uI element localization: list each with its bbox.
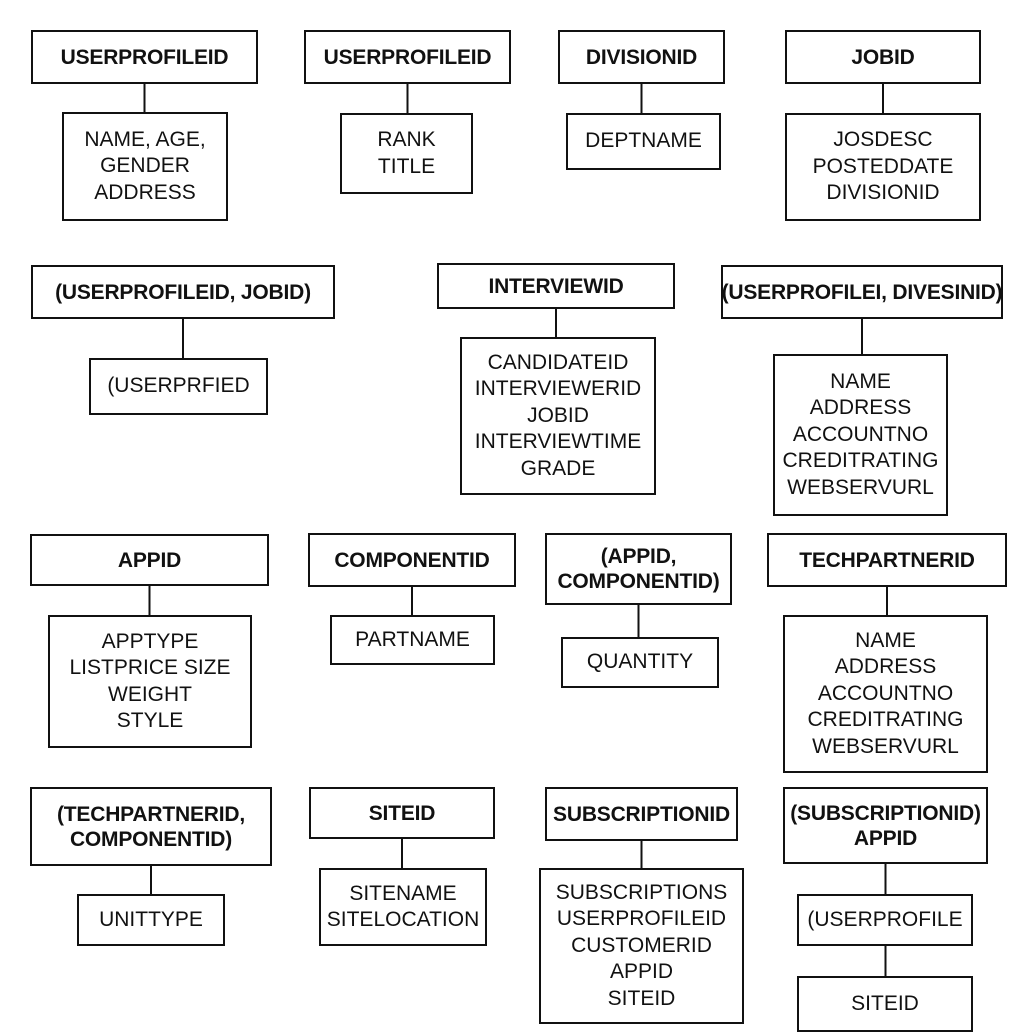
entity-attributes-box-text: DEPTNAME [585,129,702,153]
entity-attributes-box: (USERPRFIED [89,358,268,415]
entity-key-box: SITEID [309,787,495,839]
entity-attributes-box: SITEID [797,976,973,1032]
entity-key-box-text: COMPONENTID) [69,827,233,851]
entity-attributes-box-text: NAME [855,628,916,652]
entity-key-box: TECHPARTNERID [767,533,1007,587]
entity-attributes-box-text: RANK [377,128,436,151]
entity-attributes-box: DEPTNAME [566,113,721,170]
entity-attributes-box-text: JOBID [527,403,589,427]
entity-key-box: (USERPROFILEI, DIVESINID) [721,265,1003,319]
entity-attributes-box-text: TITLE [377,154,436,178]
entity-attributes-box-text: SITEID [607,986,676,1010]
entity-key-box: (SUBSCRIPTIONID)APPID [783,787,988,864]
entity-attributes-box-text: ADDRESS [834,655,937,679]
entity-key-box-text: JOBID [851,45,915,69]
entity-attributes-box-text: JOSDESC [833,128,933,152]
entity-attributes-box-text: (USERPRFIED [107,374,250,398]
entity-key-box-text: USERPROFILEID [323,45,492,69]
entity-attributes-box-text: SITEID [851,991,919,1015]
entity-attributes-box-text: USERPROFILEID [556,907,727,931]
entity-key-box: (USERPROFILEID, JOBID) [31,265,335,319]
entity-key-box: DIVISIONID [558,30,725,84]
entity-key-box-text: USERPROFILEID [60,45,229,69]
entity-attributes-box-text: GRADE [520,456,596,480]
entity-key-box-text: COMPONENTID) [557,570,720,593]
entity-attributes-box-text: WEIGHT [108,682,192,706]
entity-attributes-box-text: DIVISIONID [826,181,940,205]
entity-key-box: JOBID [785,30,981,84]
entity-key-box-text: (APPID, [600,545,677,568]
entity-key-box-text: (USERPROFILEID, JOBID) [55,280,311,304]
entity-attributes-box-text: CUSTOMERID [571,933,712,957]
entity-attributes-box-text: NAME, AGE, [84,127,206,151]
entity-attributes-box-text: STYLE [116,709,184,732]
entity-attributes-box-text: (USERPROFILE [807,907,963,931]
entity-attributes-box: SITENAME SITELOCATION [319,868,487,946]
entity-key-box: SUBSCRIPTIONID [545,787,738,841]
entity-attributes-box-text: ADDRESS [94,180,196,204]
entity-key-box-text: INTERVIEWID [488,274,624,298]
entity-attributes-box-text: APPID [609,960,674,984]
entity-key-box: INTERVIEWID [437,263,675,309]
entity-key-box-text: TECHPARTNERID [799,548,975,572]
entity-attributes-box-text: SITELOCATION [326,908,480,931]
entity-attributes-box-text: ACCOUNTNO [817,681,954,705]
entity-attributes-box-text: CANDIDATEID [487,350,629,374]
entity-key-box: COMPONENTID [308,533,516,587]
entity-attributes-box-text: PARTNAME [355,627,470,651]
entity-attributes-box-text: UNITTYPE [99,907,203,931]
entity-key-box-text: DIVISIONID [585,45,698,69]
entity-attributes-box: UNITTYPE [77,894,225,946]
entity-attributes-box-text: NAME [830,369,891,393]
entity-key-box-text: SUBSCRIPTIONID [553,802,730,826]
entity-attributes-box: RANK TITLE [340,113,473,194]
entity-attributes-box-text: POSTEDDATE [812,154,954,178]
entity-attributes-box: PARTNAME [330,615,495,665]
entity-attributes-box-text: SITENAME [349,881,457,905]
entity-attributes-box-text: LISTPRICE SIZE [69,656,231,679]
entity-key-box-text: SITEID [368,801,436,825]
entity-key-box: USERPROFILEID [304,30,511,84]
entity-attributes-box-text: SUBSCRIPTIONS [555,880,728,904]
entity-attributes-box: (USERPROFILE [797,894,973,946]
entity-key-box-text: (SUBSCRIPTIONID) [790,801,981,825]
entity-attributes-box: QUANTITY [561,637,719,688]
entity-attributes-box-text: ACCOUNTNO [792,422,929,446]
entity-key-box: (TECHPARTNERID,COMPONENTID) [30,787,272,866]
entity-attributes-box-text: CREDITRATING [782,449,939,473]
entity-attributes-box-text: INTERVIEWERID [474,377,642,401]
entity-attributes-box-text: ADDRESS [809,396,912,420]
entity-key-box: USERPROFILEID [31,30,258,84]
entity-key-box-text: APPID [853,826,918,850]
entity-key-box: (APPID,COMPONENTID) [545,533,732,605]
entity-attributes-box: APPTYPE LISTPRICE SIZE WEIGHT STYLE [48,615,252,748]
entity-attributes-box-text: APPTYPE [101,629,199,653]
entity-key-box: APPID [30,534,269,586]
entity-key-box-text: (TECHPARTNERID, [57,802,245,826]
entity-attributes-box-text: WEBSERVURL [812,734,959,758]
entity-attributes-box-text: GENDER [100,154,190,178]
entity-attributes-box-text: INTERVIEWTIME [474,430,642,454]
entity-attributes-box-text: QUANTITY [586,650,694,674]
entity-key-box-text: APPID [117,548,182,572]
entity-attributes-box-text: WEBSERVURL [787,475,934,499]
entity-attributes-box-text: CREDITRATING [807,708,964,732]
entity-key-box-text: COMPONENTID [334,548,490,572]
entity-key-box-text: (USERPROFILEI, DIVESINID) [721,280,1003,304]
